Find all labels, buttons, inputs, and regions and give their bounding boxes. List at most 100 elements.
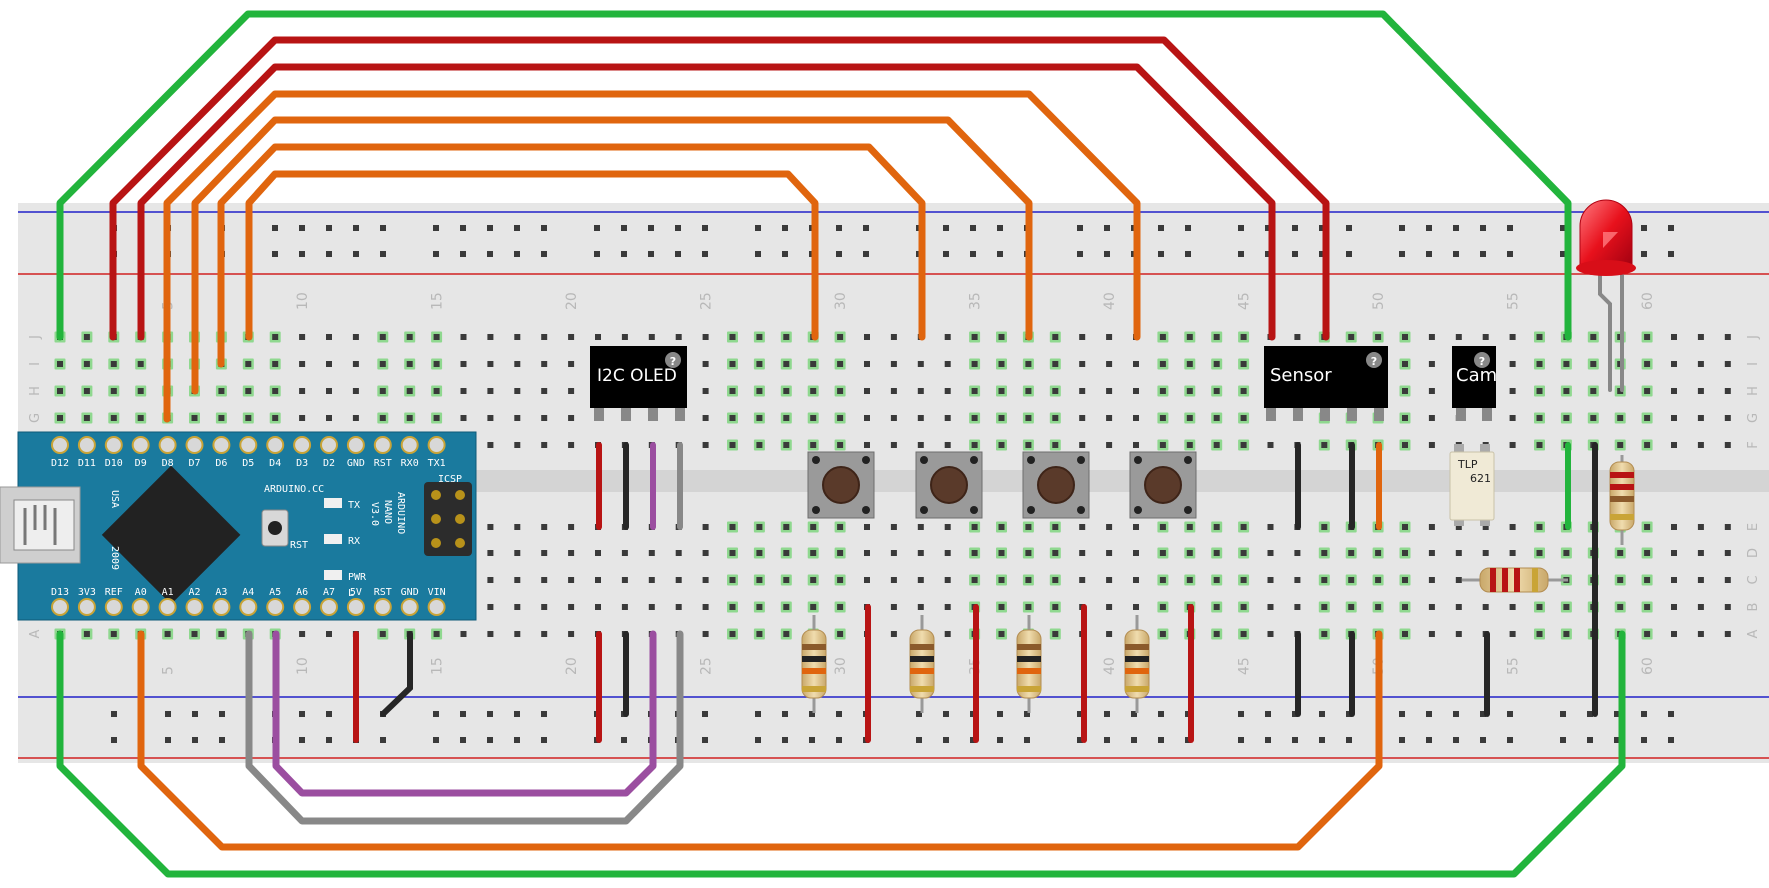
jumper-gnd-black (380, 631, 413, 717)
oled-help-icon[interactable] (665, 352, 681, 368)
board-name-line3: V3.0 (369, 502, 380, 526)
nano-top-pin (346, 436, 365, 454)
nano-bottom-pin-label: REF (105, 587, 123, 598)
nano-top-pin (77, 436, 96, 454)
nano-top-pin (185, 436, 204, 454)
cam-label: Cam (1456, 365, 1497, 386)
nano-bottom-pin (158, 598, 177, 616)
nano-top-pin-label: D5 (242, 458, 254, 469)
nano-bottom-pin-label: A0 (135, 587, 147, 598)
nano-top-pin (400, 436, 419, 454)
push-button[interactable] (1129, 451, 1197, 519)
nano-bottom-pin-label: A5 (269, 587, 281, 598)
nano-bottom-pin-label: GND (401, 587, 419, 598)
column-number-bottom: 30 (833, 657, 849, 675)
nano-bottom-pin (266, 598, 285, 616)
icsp-pins (431, 490, 465, 548)
nano-bottom-pin (373, 598, 392, 616)
nano-top-pin-label: D4 (269, 458, 281, 469)
column-number-bottom: 15 (430, 657, 446, 675)
wire-orange-3 (217, 143, 926, 368)
nano-bottom-pins (51, 598, 446, 616)
nano-top-pin-label: D12 (51, 458, 69, 469)
column-number-top: 25 (699, 292, 715, 310)
icsp-header (424, 482, 472, 556)
wire-green-top-loop (56, 10, 1572, 341)
column-number-bottom: 60 (1640, 657, 1656, 675)
nano-bottom-pin (77, 598, 96, 616)
cam-help-icon[interactable] (1474, 352, 1490, 368)
nano-top-pins (51, 436, 446, 454)
country-label: USA (109, 490, 120, 508)
resistor (1016, 615, 1042, 713)
nano-top-pin (293, 436, 312, 454)
row-letter-right: D (1746, 548, 1761, 558)
column-number-top: 15 (430, 292, 446, 310)
arduino-website: ARDUINO.CC (264, 484, 324, 495)
nano-top-pin-label: TX1 (428, 458, 446, 469)
column-number-top: 45 (1237, 292, 1253, 310)
nano-top-pin-label: D10 (105, 458, 123, 469)
resistor (909, 615, 935, 713)
nano-top-pin-label: D9 (135, 458, 147, 469)
push-button-cap-icon (1144, 466, 1182, 504)
oled-module: I2C OLED ? (590, 346, 687, 408)
wires-top (56, 10, 1572, 423)
nano-bottom-pin (346, 598, 365, 616)
led-pwr-label: PWR (348, 572, 367, 583)
nano-bottom-pin-label: A2 (188, 587, 200, 598)
push-button[interactable] (1022, 451, 1090, 519)
led-rx (324, 534, 342, 544)
nano-top-pin-label: D11 (78, 458, 96, 469)
nano-bottom-pin-label: RST (374, 587, 392, 598)
oled-label: I2C OLED (597, 366, 677, 386)
wire-orange-1 (163, 90, 1141, 423)
usb-pins-icon (23, 505, 57, 545)
nano-top-pin-label: RST (374, 458, 392, 469)
push-button[interactable] (807, 451, 875, 519)
sensor-help-icon[interactable] (1366, 352, 1382, 368)
nano-bottom-pin-label: D13 (51, 587, 69, 598)
resistor-horizontal (1462, 567, 1568, 593)
push-buttons (807, 451, 1197, 519)
row-letter-left: A (28, 629, 43, 638)
wire-orange-bottom (137, 630, 1383, 851)
nano-bottom-pin (320, 598, 338, 616)
column-numbers: 5510101515202025253030353540404545505055… (161, 292, 1656, 675)
row-letter-right: A (1746, 629, 1761, 638)
nano-bottom-pin (293, 598, 312, 616)
wire-red-2 (137, 63, 1276, 341)
nano-bottom-pin-label: A7 (323, 587, 335, 598)
column-number-bottom: 45 (1237, 657, 1253, 675)
led-pwr (324, 570, 342, 580)
nano-top-pin (131, 436, 150, 454)
sensor-module: Sensor ? (1264, 346, 1388, 408)
column-number-bottom: 40 (1102, 657, 1118, 675)
nano-bottom-pin (212, 598, 231, 616)
nano-top-pin-label: GND (347, 458, 365, 469)
push-button[interactable] (915, 451, 983, 519)
oled-help-glyph: ? (670, 355, 676, 368)
nano-top-pin-label: D3 (296, 458, 308, 469)
year-label: 2009 (109, 546, 120, 570)
sensor-label: Sensor (1270, 365, 1332, 386)
board-name-line2: NANO (382, 500, 393, 524)
reset-button-cap-icon (268, 521, 282, 535)
row-letter-right: E (1746, 523, 1761, 531)
column-number-bottom: 25 (699, 657, 715, 675)
nano-top-pin-label: D6 (215, 458, 227, 469)
row-letter-right: B (1746, 603, 1761, 612)
nano-top-pin (239, 436, 258, 454)
row-letter-right: H (1746, 386, 1761, 396)
nano-bottom-pin (131, 598, 150, 616)
column-number-top: 40 (1102, 292, 1118, 310)
board-name-line1: ARDUINO (395, 492, 406, 534)
optocoupler-label-line2: 621 (1470, 472, 1491, 485)
optocoupler-label-line1: TLP (1457, 458, 1478, 471)
optocoupler-tlp621: TLP 621 (1449, 444, 1495, 526)
resistors (801, 455, 1635, 713)
nano-top-pin (373, 436, 392, 454)
column-number-bottom: 10 (295, 657, 311, 675)
